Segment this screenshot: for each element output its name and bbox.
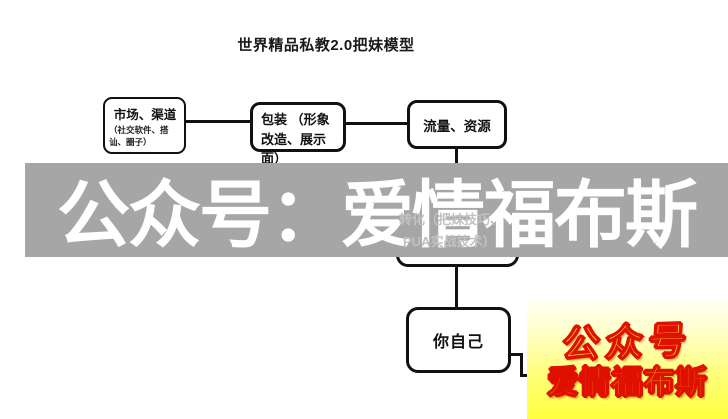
node-yourself-label: 你自己 bbox=[432, 334, 484, 351]
node-packaging: 包装 （形象改造、展示面） bbox=[250, 102, 346, 166]
node-market-channel-label: 市场、渠道 bbox=[113, 108, 177, 122]
node-yourself: 你自己 bbox=[406, 307, 511, 373]
connector-conversion-self bbox=[455, 265, 458, 309]
node-conversion-label-line2: PUA实战技术） bbox=[403, 234, 496, 249]
corner-badge: 公众号 爱情福布斯 bbox=[527, 300, 728, 419]
page-title: 世界精品私教2.0把妹模型 bbox=[237, 37, 415, 54]
node-traffic-resources: 流量、资源 bbox=[407, 100, 507, 149]
connector-market-packaging bbox=[185, 120, 251, 123]
watermark-band: 公众号：爱情福布斯 bbox=[25, 163, 728, 257]
node-traffic-resources-label: 流量、资源 bbox=[423, 118, 491, 134]
connector-self-badge-seg2 bbox=[520, 353, 523, 377]
node-conversion-label-line1: 转化（把妹技巧、 bbox=[399, 212, 504, 227]
connector-packaging-traffic bbox=[345, 122, 408, 125]
corner-badge-line2: 爱情福布斯 bbox=[547, 365, 708, 401]
watermark-band-text: 公众号：爱情福布斯 bbox=[57, 174, 698, 256]
node-market-channel: 市场、渠道 （社交软件、搭讪、圈子） bbox=[103, 97, 186, 154]
node-packaging-label: 包装 （形象改造、展示面） bbox=[261, 112, 330, 166]
connector-self-badge-seg1 bbox=[509, 353, 523, 356]
node-market-channel-sublabel: （社交软件、搭讪、圈子） bbox=[109, 125, 169, 148]
connector-traffic-conversion bbox=[455, 147, 458, 175]
